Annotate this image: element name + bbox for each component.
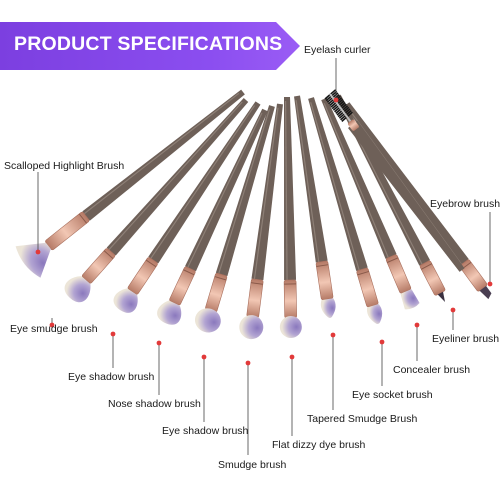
- tapered-smudge-brush-ferrule-ring: [316, 264, 329, 267]
- smudge-brush-leader-dot: [245, 360, 251, 366]
- eye-shadow-brush-2-ferrule: [205, 272, 228, 313]
- concealer-brush-leader-dot: [414, 322, 420, 328]
- callout-eye-shadow-brush-2: Eye shadow brush: [162, 425, 249, 437]
- page-title: PRODUCT SPECIFICATIONS: [14, 33, 283, 55]
- nose-shadow-brush-ferrule-ring: [183, 269, 195, 276]
- smudge-brush-handle: [251, 103, 283, 281]
- eye-smudge-brush-ferrule-ring: [103, 250, 114, 260]
- flat-dizzy-dye-brush-ferrule: [283, 279, 297, 319]
- callout-tapered-smudge-brush: Tapered Smudge Brush: [307, 413, 418, 425]
- eyebrow-brush-ferrule: [459, 259, 488, 292]
- eye-socket-brush-ferrule-ring: [357, 270, 370, 276]
- smudge-brush-bristles: [239, 315, 264, 340]
- eye-shadow-brush-2-leader-dot: [201, 354, 207, 360]
- tapered-smudge-brush-handle: [294, 95, 328, 263]
- eye-socket-brush-brush-mark: [308, 97, 383, 325]
- concealer-brush-handle-highlight: [323, 103, 389, 258]
- scalloped-highlight-brush-brush-mark: [15, 89, 245, 278]
- scalloped-highlight-brush-ferrule: [45, 211, 90, 251]
- eye-smudge-brush-brush-mark: [64, 98, 249, 303]
- smudge-brush-brush-mark: [239, 103, 283, 340]
- callout-eye-shadow-brush-1: Eye shadow brush: [68, 371, 155, 383]
- nose-shadow-brush-ferrule: [169, 266, 196, 306]
- callout-eye-smudge-brush: Eye smudge brush: [10, 323, 98, 335]
- eyeliner-brush-bristles: [437, 291, 445, 302]
- nose-shadow-brush-leader-dot: [156, 340, 162, 346]
- callout-eyelash-curler: Eyelash curler: [304, 44, 371, 56]
- callout-eyeliner-brush: Eyeliner brush: [432, 333, 500, 345]
- flat-dizzy-dye-brush-handle: [284, 96, 297, 281]
- nose-shadow-brush-handle-highlight: [187, 112, 263, 268]
- scalloped-highlight-brush-ferrule-ring: [78, 213, 88, 224]
- nose-shadow-brush-brush-mark: [157, 108, 268, 325]
- eye-shadow-brush-2-ferrule-ring: [214, 276, 227, 281]
- eye-smudge-brush-handle-highlight: [108, 101, 243, 251]
- eye-socket-brush-bristles: [366, 304, 383, 325]
- eye-shadow-brush-1-ferrule: [127, 257, 158, 295]
- eyeliner-brush-ferrule: [419, 260, 446, 296]
- smudge-brush-handle-highlight: [253, 107, 279, 280]
- eyeliner-brush-leader-dot: [450, 307, 456, 313]
- callout-nose-shadow-brush: Nose shadow brush: [108, 398, 201, 410]
- scalloped-highlight-brush-handle: [82, 89, 245, 221]
- eye-shadow-brush-1-brush-mark: [113, 101, 261, 313]
- concealer-brush-bristles: [400, 289, 420, 310]
- eye-socket-brush-handle-highlight: [310, 102, 360, 271]
- tapered-smudge-brush-leader-dot: [330, 332, 336, 338]
- eye-smudge-brush-handle: [106, 98, 249, 256]
- concealer-brush-brush-mark: [321, 97, 420, 310]
- flat-dizzy-dye-brush-handle-highlight: [284, 101, 288, 281]
- eyebrow-brush-handle: [344, 102, 469, 267]
- callout-flat-dizzy-dye-brush: Flat dizzy dye brush: [272, 439, 366, 451]
- eyebrow-brush-leader-dot: [487, 281, 493, 287]
- callout-eye-socket-brush: Eye socket brush: [352, 389, 433, 401]
- eye-shadow-brush-1-leader-dot: [110, 331, 116, 337]
- smudge-brush-ferrule: [246, 278, 264, 318]
- tapered-smudge-brush-handle-highlight: [295, 100, 320, 263]
- callout-scalloped-highlight-brush: Scalloped Highlight Brush: [4, 160, 125, 172]
- eyeliner-brush-ferrule-ring: [421, 263, 433, 270]
- callout-concealer-brush: Concealer brush: [393, 364, 471, 376]
- eyelash-curler-leader-dot: [333, 97, 339, 103]
- scalloped-highlight-brush-leader-dot: [35, 249, 41, 255]
- eyelash-curler-handle: [352, 126, 465, 272]
- tapered-smudge-brush-bristles: [320, 298, 336, 319]
- eye-socket-brush-handle: [308, 97, 368, 272]
- eyelash-curler-spoolie-wire: [329, 93, 353, 124]
- eye-shadow-brush-2-handle-highlight: [218, 109, 270, 274]
- callout-smudge-brush: Smudge brush: [218, 459, 287, 471]
- tapered-smudge-brush-brush-mark: [294, 95, 336, 319]
- scalloped-highlight-brush-bristles: [15, 242, 51, 278]
- eye-shadow-brush-2-bristles: [194, 308, 221, 333]
- title-banner: PRODUCT SPECIFICATIONS: [0, 22, 300, 70]
- flat-dizzy-dye-brush-leader-dot: [289, 354, 295, 360]
- eye-smudge-brush-bristles: [64, 276, 91, 303]
- eye-shadow-brush-1-handle: [148, 101, 261, 264]
- eyelash-curler-brush-mark: [324, 89, 465, 272]
- flat-dizzy-dye-brush-brush-mark: [279, 96, 302, 339]
- eye-socket-brush-ferrule: [356, 267, 379, 308]
- eye-shadow-brush-1-bristles: [113, 288, 138, 313]
- eye-shadow-brush-2-brush-mark: [194, 105, 275, 333]
- nose-shadow-brush-bristles: [157, 300, 182, 325]
- flat-dizzy-dye-brush-bristles: [279, 316, 302, 339]
- scalloped-highlight-brush-handle-highlight: [83, 92, 240, 215]
- callout-eyebrow-brush: Eyebrow brush: [430, 198, 500, 210]
- eyelash-curler-ferrule: [347, 119, 359, 131]
- concealer-brush-handle: [321, 97, 397, 259]
- concealer-brush-ferrule: [385, 254, 412, 294]
- eye-socket-brush-leader-dot: [379, 339, 385, 345]
- eye-shadow-brush-1-handle-highlight: [150, 105, 256, 259]
- concealer-brush-ferrule-ring: [386, 257, 399, 263]
- eyebrow-brush-bristles: [479, 285, 492, 300]
- eye-shadow-brush-1-ferrule-ring: [145, 259, 157, 268]
- eye-smudge-brush-ferrule: [81, 248, 116, 284]
- eye-smudge-brush-leader-dot: [49, 322, 55, 328]
- smudge-brush-ferrule-ring: [250, 282, 263, 285]
